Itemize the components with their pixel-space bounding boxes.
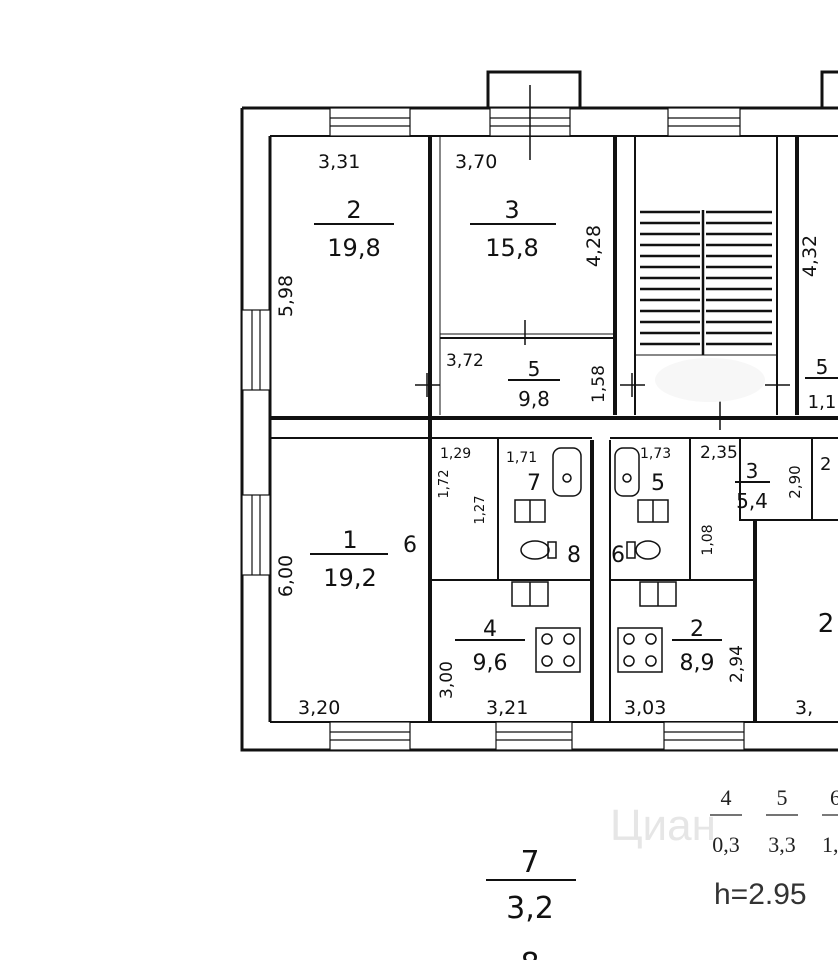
fixtures [511, 447, 677, 673]
room-number: 7 [527, 471, 541, 496]
walls [240, 70, 838, 752]
room-number: 5 [528, 357, 541, 381]
dimension: 4,32 [799, 235, 821, 277]
dimension: 2,94 [727, 645, 747, 683]
room-number: 1 [342, 526, 357, 554]
dimension: 1,73 [640, 446, 671, 462]
room-area: 5,4 [736, 489, 768, 513]
dimension: 6,00 [275, 555, 297, 597]
dimension: 3,20 [298, 697, 340, 719]
room-area: 15,8 [485, 234, 538, 262]
dimension: 3,70 [455, 151, 497, 173]
door-marks [415, 85, 790, 430]
dimension: 1,71 [506, 450, 537, 466]
room-number: 2 [346, 196, 361, 224]
bathtub-icon [614, 447, 640, 497]
stove-icon [535, 627, 581, 673]
dimension: 5,98 [275, 275, 297, 317]
legend-fraction-den: 0,3 [712, 832, 740, 857]
stove-icon [617, 627, 663, 673]
room-number: 3 [746, 459, 759, 483]
room-number: 6 [611, 543, 625, 568]
dimension: 2 [820, 454, 831, 475]
legend-next-item: 8 [520, 947, 539, 960]
room-area: 19,2 [323, 564, 376, 592]
windows [241, 107, 745, 751]
toilet-icon [520, 540, 557, 560]
room-number: 2 [818, 609, 835, 639]
room-number: 5 [816, 355, 829, 379]
room-number: 3 [504, 196, 519, 224]
legend-fraction-num: 6 [830, 785, 838, 810]
dimension: 3, [795, 697, 813, 719]
dimension: 3,03 [624, 697, 666, 719]
bathtub-icon [552, 447, 582, 497]
dimension: 1,29 [440, 446, 471, 462]
legend-fraction-den: 3,3 [768, 832, 796, 857]
legend-fraction-den: 3,2 [506, 891, 554, 926]
dimension: 3,31 [318, 151, 360, 173]
dimension: 3,72 [446, 351, 484, 371]
watermark: Циан [610, 801, 716, 850]
legend-fraction-num: 4 [721, 785, 732, 810]
dimension: 4,28 [583, 225, 605, 267]
legend-fraction-num: 5 [777, 785, 788, 810]
room-labels: 2 19,8 3 15,8 5 9,8 1 19,2 4 9,6 7 8 6 5… [323, 196, 836, 676]
room-area: 19,8 [327, 234, 380, 262]
ceiling-height: h=2.95 [714, 878, 807, 911]
dimension-labels: 3,31 3,70 5,98 4,28 3,72 1,58 4,32 6,00 … [275, 151, 831, 719]
dimension: 1,72 [437, 470, 452, 499]
staircase [640, 210, 772, 355]
legend-fraction-num: 7 [520, 845, 539, 880]
dimension: 1,08 [700, 524, 716, 555]
dimension: 1,27 [473, 496, 488, 525]
room-number: 5 [651, 471, 665, 496]
room-number: 2 [690, 617, 704, 642]
dimension: 1,58 [589, 365, 609, 403]
room-area: 1,1 [808, 392, 837, 413]
dimension: 3,00 [437, 661, 457, 699]
room-number: 8 [567, 543, 581, 568]
blur-patch [655, 358, 765, 402]
legend: 4 0,3 5 3,3 6 1, h=2.95 7 3,2 8 [486, 785, 838, 960]
room-area: 9,8 [518, 387, 550, 411]
legend-fraction-den: 1, [822, 832, 838, 857]
fraction-bars [310, 223, 838, 641]
dimension: 2,90 [786, 465, 804, 498]
sink-icon [511, 499, 677, 607]
room-number: 6 [403, 533, 417, 558]
dimension: 2,35 [700, 443, 738, 463]
room-area: 9,6 [473, 651, 508, 676]
dimension: 3,21 [486, 697, 528, 719]
room-area: 8,9 [680, 651, 715, 676]
room-number: 4 [483, 617, 497, 642]
toilet-icon [626, 540, 661, 560]
